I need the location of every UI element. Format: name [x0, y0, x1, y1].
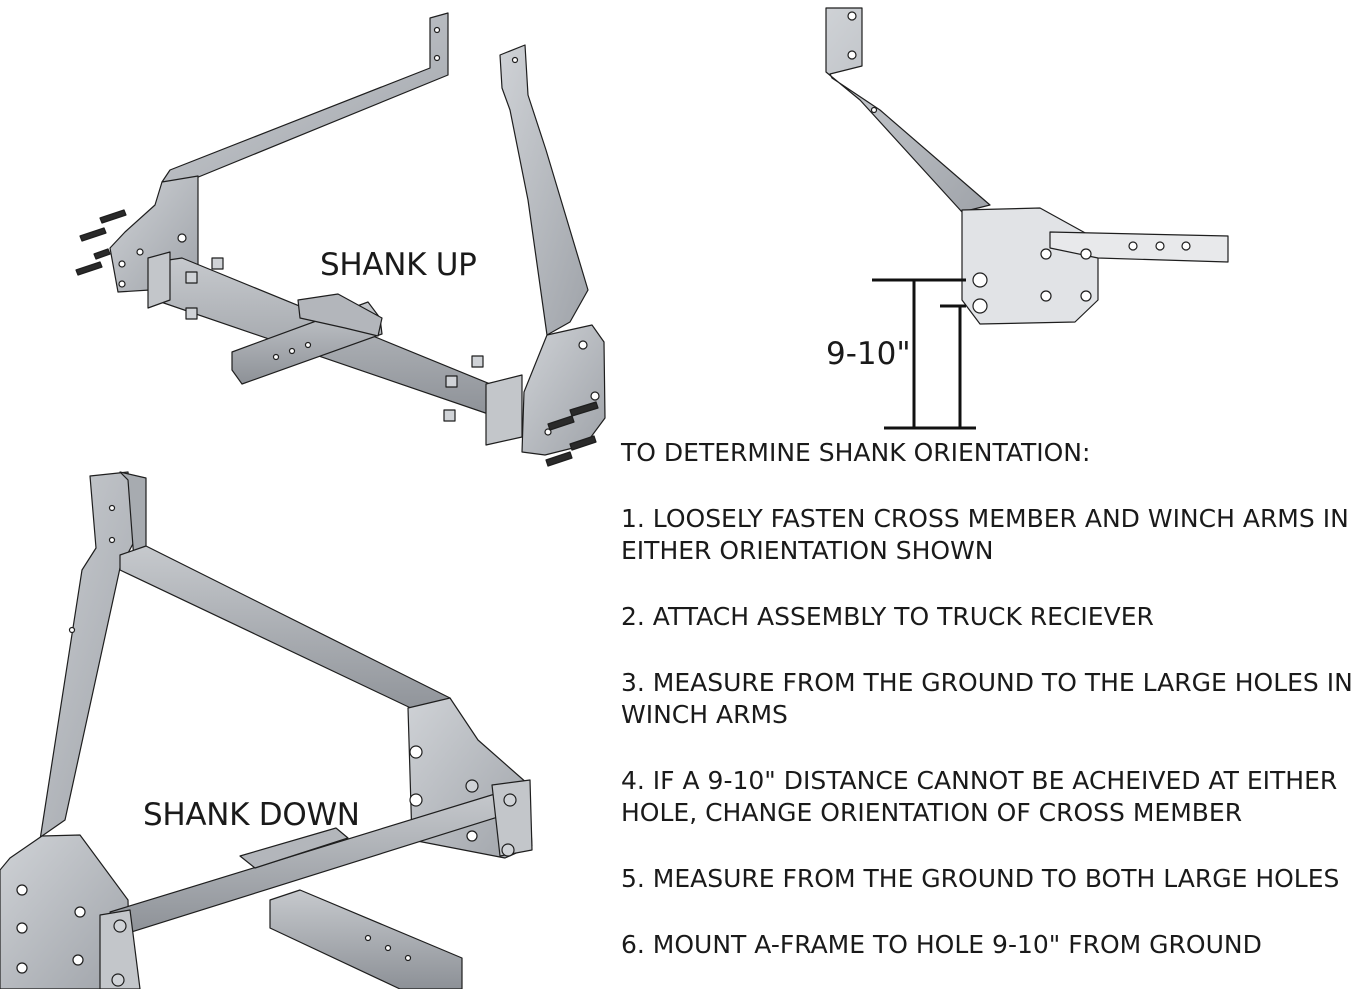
side-receiver-tube	[1049, 231, 1229, 263]
cross-end-plate-left	[147, 251, 171, 309]
cross-end-plate-right	[485, 374, 523, 446]
instruction-step-3: 3. MEASURE FROM THE GROUND TO THE LARGE …	[621, 668, 1353, 729]
instruction-step-2: 2. ATTACH ASSEMBLY TO TRUCK RECIEVER	[621, 602, 1154, 631]
shank-down-diagonal-bar	[119, 545, 461, 721]
right-winch-arm-upper	[499, 44, 589, 336]
dimension-lines	[872, 278, 976, 430]
dimension-label: 9-10"	[826, 336, 911, 372]
shank-down-label: SHANK DOWN	[143, 797, 360, 833]
shank-down-assembly	[0, 471, 533, 989]
shank-down-cross-plate	[99, 909, 141, 989]
instruction-step-5: 5. MEASURE FROM THE GROUND TO BOTH LARGE…	[621, 864, 1340, 893]
instructions-heading: TO DETERMINE SHANK ORIENTATION:	[621, 438, 1091, 467]
instruction-step-6: 6. MOUNT A-FRAME TO HOLE 9-10" FROM GROU…	[621, 930, 1262, 959]
shank-bracket-up	[297, 293, 383, 337]
side-view	[825, 7, 1229, 325]
left-winch-arm-upper	[161, 12, 449, 183]
right-winch-arm-plate	[521, 324, 606, 456]
shank-down-cross-plate-right	[491, 779, 533, 857]
shank-up-label: SHANK UP	[320, 247, 477, 283]
shank-down-bracket	[239, 827, 349, 869]
shank-up-assembly	[75, 12, 606, 467]
instructions-panel: TO DETERMINE SHANK ORIENTATION: 1. LOOSE…	[621, 437, 1366, 961]
shank-down-left-leg	[9, 471, 136, 861]
instruction-step-4: 4. IF A 9-10" DISTANCE CANNOT BE ACHEIVE…	[621, 766, 1338, 827]
instruction-step-1: 1. LOOSELY FASTEN CROSS MEMBER AND WINCH…	[621, 504, 1349, 565]
side-arm	[825, 7, 991, 213]
